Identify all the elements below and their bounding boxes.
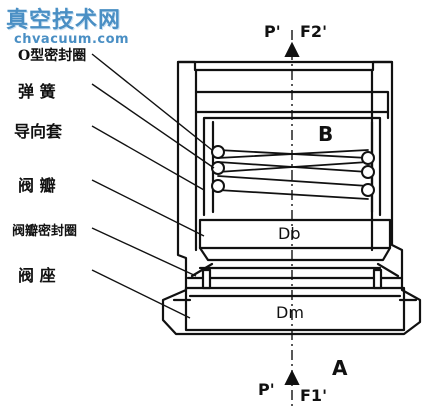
- label-disc-diameter: Db: [278, 224, 301, 243]
- disc-seal-ring: [186, 266, 404, 280]
- label-disc-seal-ring: 阀瓣密封圈: [12, 224, 78, 239]
- label-top-force: F2': [300, 22, 327, 41]
- spring-ends: [211, 145, 375, 197]
- valve-body-step: [194, 90, 390, 120]
- label-bottom-force: F1': [300, 386, 327, 405]
- top-force-arrow: [284, 41, 300, 57]
- label-valve-seat: 阀 座: [18, 266, 56, 285]
- spring-coils: [217, 149, 369, 200]
- label-spring: 弹 簧: [18, 82, 56, 101]
- label-bottom-pressure: P': [258, 380, 275, 399]
- label-region-b: B: [318, 122, 334, 146]
- label-top-pressure: P': [264, 22, 281, 41]
- label-o-ring: O型密封圈: [18, 48, 87, 64]
- valve-body-top-rim: [176, 60, 394, 72]
- watermark-url: chvacuum.com: [14, 32, 130, 47]
- leader-lines: [91, 53, 215, 319]
- label-seat-diameter: Dm: [276, 303, 304, 322]
- valve-body-outline: [161, 60, 422, 336]
- watermark-site-name: 真空技术网: [6, 7, 122, 33]
- label-valve-disc: 阀 瓣: [18, 176, 56, 195]
- bottom-force-arrow: [284, 369, 300, 385]
- label-guide-sleeve: 导向套: [14, 122, 63, 141]
- label-region-a: A: [332, 356, 348, 380]
